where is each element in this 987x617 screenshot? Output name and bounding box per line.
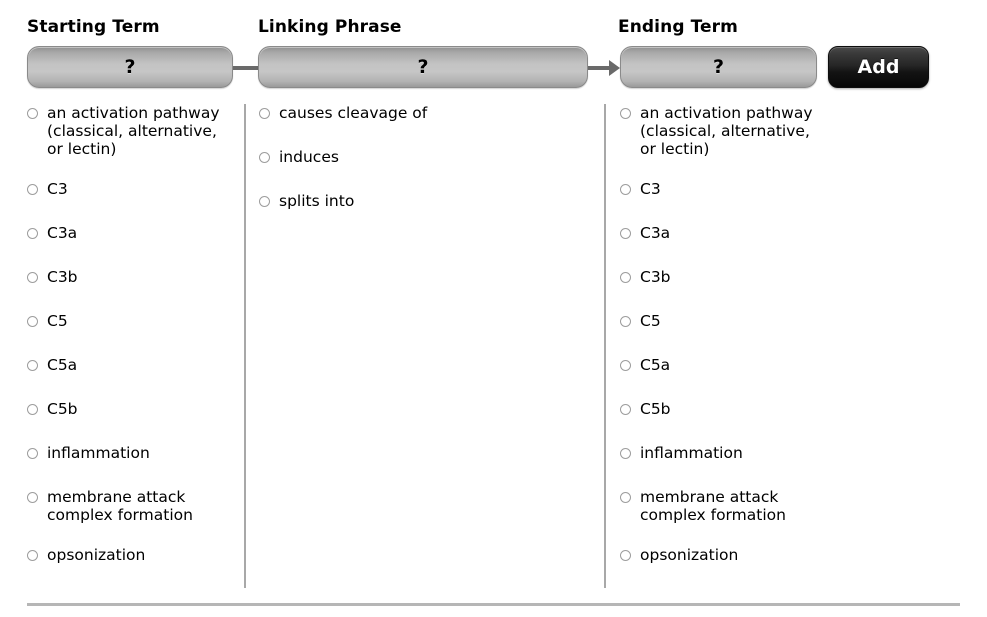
radio-button-icon[interactable] — [620, 108, 631, 119]
option-row[interactable]: C5b — [620, 400, 835, 422]
option-label: C5a — [47, 356, 78, 374]
radio-button-icon[interactable] — [259, 108, 270, 119]
radio-button-icon[interactable] — [259, 196, 270, 207]
connector-line-link-to-end — [588, 66, 612, 70]
radio-button-icon[interactable] — [620, 492, 631, 503]
radio-button-icon[interactable] — [620, 316, 631, 327]
ending-term-option-list: an activation pathway (classical, altern… — [620, 104, 835, 590]
ending-term-selector-button[interactable]: ? — [620, 46, 817, 88]
radio-button-icon[interactable] — [620, 448, 631, 459]
radio-button-icon[interactable] — [27, 492, 38, 503]
option-label: C3b — [47, 268, 78, 286]
option-label: C5 — [640, 312, 661, 330]
radio-button-icon[interactable] — [27, 550, 38, 561]
option-row[interactable]: C3b — [620, 268, 835, 290]
option-label: C3a — [47, 224, 78, 242]
column-header-starting-term: Starting Term — [27, 17, 160, 37]
option-label: C3a — [640, 224, 671, 242]
radio-button-icon[interactable] — [27, 404, 38, 415]
radio-button-icon[interactable] — [620, 228, 631, 239]
option-row[interactable]: splits into — [259, 192, 594, 214]
option-row[interactable]: C3a — [27, 224, 237, 246]
option-row[interactable]: an activation pathway (classical, altern… — [620, 104, 835, 158]
option-row[interactable]: C3a — [620, 224, 835, 246]
option-row[interactable]: opsonization — [27, 546, 237, 568]
radio-button-icon[interactable] — [27, 316, 38, 327]
option-row[interactable]: C5a — [620, 356, 835, 378]
option-row[interactable]: causes cleavage of — [259, 104, 594, 126]
option-label: C5a — [640, 356, 671, 374]
option-row[interactable]: inflammation — [620, 444, 835, 466]
linking-phrase-selector-button[interactable]: ? — [258, 46, 588, 88]
radio-button-icon[interactable] — [27, 108, 38, 119]
radio-button-icon[interactable] — [259, 152, 270, 163]
option-label: C5b — [47, 400, 78, 418]
starting-term-selector-value: ? — [124, 55, 136, 78]
option-label: C5b — [640, 400, 671, 418]
bottom-divider-rule — [27, 603, 960, 606]
option-label: splits into — [279, 192, 355, 210]
radio-button-icon[interactable] — [620, 360, 631, 371]
option-row[interactable]: C3b — [27, 268, 237, 290]
option-label: C5 — [47, 312, 68, 330]
radio-button-icon[interactable] — [620, 184, 631, 195]
option-label: C3 — [47, 180, 68, 198]
column-header-ending-term: Ending Term — [618, 17, 738, 37]
radio-button-icon[interactable] — [27, 228, 38, 239]
option-row[interactable]: inflammation — [27, 444, 237, 466]
option-row[interactable]: C5 — [27, 312, 237, 334]
radio-button-icon[interactable] — [620, 404, 631, 415]
ending-term-selector-value: ? — [712, 55, 725, 78]
option-row[interactable]: membrane attack complex formation — [27, 488, 237, 524]
column-divider-left — [244, 104, 246, 588]
add-button-label: Add — [857, 55, 900, 78]
linking-phrase-selector-value: ? — [417, 55, 429, 78]
starting-term-selector-button[interactable]: ? — [27, 46, 233, 88]
option-label: membrane attack complex formation — [47, 488, 193, 524]
option-label: C3 — [640, 180, 661, 198]
option-label: C3b — [640, 268, 671, 286]
option-label: opsonization — [640, 546, 739, 564]
radio-button-icon[interactable] — [27, 360, 38, 371]
option-row[interactable]: C3 — [620, 180, 835, 202]
option-row[interactable]: C5 — [620, 312, 835, 334]
option-label: causes cleavage of — [279, 104, 428, 122]
arrow-right-icon — [609, 60, 620, 76]
radio-button-icon[interactable] — [620, 550, 631, 561]
option-label: an activation pathway (classical, altern… — [47, 104, 220, 158]
radio-button-icon[interactable] — [27, 448, 38, 459]
connector-line-start-to-link — [233, 66, 258, 70]
option-label: induces — [279, 148, 339, 166]
radio-button-icon[interactable] — [27, 272, 38, 283]
option-row[interactable]: induces — [259, 148, 594, 170]
option-label: inflammation — [640, 444, 743, 462]
option-row[interactable]: C5a — [27, 356, 237, 378]
add-button[interactable]: Add — [828, 46, 929, 88]
option-row[interactable]: membrane attack complex formation — [620, 488, 835, 524]
radio-button-icon[interactable] — [620, 272, 631, 283]
column-divider-right — [604, 104, 606, 588]
option-label: membrane attack complex formation — [640, 488, 786, 524]
option-row[interactable]: an activation pathway (classical, altern… — [27, 104, 237, 158]
option-row[interactable]: C5b — [27, 400, 237, 422]
option-label: inflammation — [47, 444, 150, 462]
linking-phrase-option-list: causes cleavage of induces splits into — [259, 104, 594, 236]
starting-term-option-list: an activation pathway (classical, altern… — [27, 104, 237, 590]
option-label: opsonization — [47, 546, 146, 564]
radio-button-icon[interactable] — [27, 184, 38, 195]
option-row[interactable]: C3 — [27, 180, 237, 202]
option-label: an activation pathway (classical, altern… — [640, 104, 813, 158]
option-row[interactable]: opsonization — [620, 546, 835, 568]
column-header-linking-phrase: Linking Phrase — [258, 17, 402, 37]
